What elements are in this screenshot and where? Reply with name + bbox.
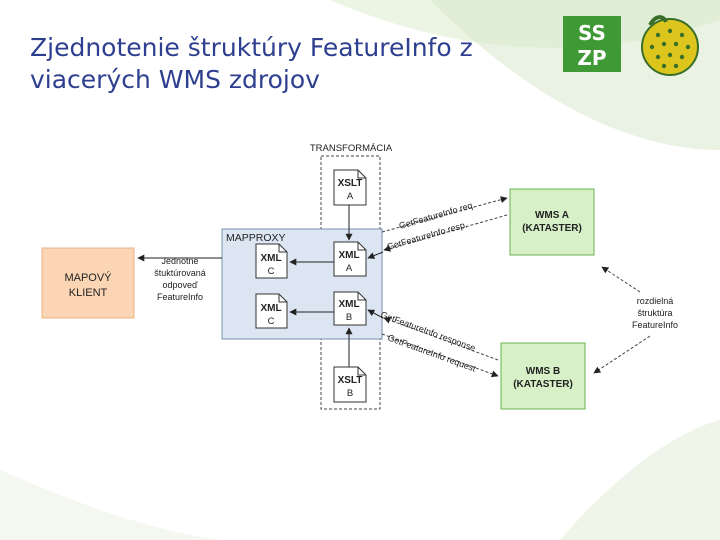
szz-logo-icon: SS ZP bbox=[563, 16, 621, 72]
arrow-resp-a-into-xml-a bbox=[367, 251, 384, 259]
slide-title: Zjednotenie štruktúry FeatureInfo z viac… bbox=[30, 32, 550, 96]
svg-text:ZP: ZP bbox=[577, 46, 606, 70]
wms-a-label-line-2: (KATASTER) bbox=[522, 223, 582, 234]
xml-b-document-icon: XML B bbox=[333, 291, 367, 326]
arrow-gfi-request-a bbox=[381, 196, 508, 233]
mapproxy-label: MAPPROXY bbox=[226, 232, 286, 244]
xslt-b-label-line-1: XSLT bbox=[338, 375, 363, 386]
xml-c-bottom-label-line-2: C bbox=[268, 316, 275, 327]
transformation-label: TRANSFORMÁCIA bbox=[310, 143, 393, 154]
note-line-2: štruktúra bbox=[637, 308, 672, 318]
arrow-gfi-response-b bbox=[383, 316, 499, 361]
xml-c-bottom-document-icon: XML C bbox=[255, 293, 288, 329]
title-line-2: viacerých WMS zdrojov bbox=[30, 65, 320, 94]
xml-a-document-icon: XML A bbox=[333, 241, 367, 277]
xslt-b-document-icon: XSLT B bbox=[333, 366, 367, 403]
wms-a-label-line-1: WMS A bbox=[535, 210, 569, 221]
unified-response-line-4: FeatureInfo bbox=[157, 292, 203, 302]
xml-a-label-line-1: XML bbox=[338, 250, 359, 261]
xml-b-label-line-2: B bbox=[346, 312, 352, 323]
wms-b-box bbox=[500, 342, 586, 410]
map-client-box bbox=[41, 247, 135, 319]
unified-response-line-1: Jednotne bbox=[161, 256, 198, 266]
arrow-gfi-request-b bbox=[381, 333, 499, 378]
unified-response-line-2: štuktúrovaná bbox=[154, 268, 206, 278]
svg-text:SS: SS bbox=[578, 21, 606, 45]
xml-b-label-line-1: XML bbox=[338, 299, 359, 310]
unified-response-label: Jednotne štuktúrovaná odpoveď FeatureInf… bbox=[154, 256, 206, 302]
pineapple-globe-logo-icon bbox=[641, 15, 699, 76]
arrow-note-to-wms-a bbox=[601, 266, 641, 293]
xml-c-bottom-label-line-1: XML bbox=[260, 303, 281, 314]
xml-a-label-line-2: A bbox=[346, 263, 353, 274]
wms-a-box bbox=[509, 188, 595, 256]
wms-b-label-line-2: (KATASTER) bbox=[513, 379, 573, 390]
xslt-b-label-line-2: B bbox=[347, 388, 353, 399]
note-line-1: rozdielná bbox=[637, 296, 674, 306]
xml-c-top-document-icon: XML C bbox=[255, 243, 288, 279]
arrow-note-to-wms-b bbox=[593, 335, 651, 374]
xml-c-top-label-line-1: XML bbox=[260, 253, 281, 264]
map-client-label-line-2: KLIENT bbox=[69, 287, 108, 299]
arrow-resp-b-into-xml-b bbox=[367, 309, 384, 319]
xslt-a-label-line-2: A bbox=[347, 191, 354, 202]
xml-c-top-label-line-2: C bbox=[268, 266, 275, 277]
wms-b-label-line-1: WMS B bbox=[526, 366, 560, 377]
title-line-1: Zjednotenie štruktúry FeatureInfo z bbox=[30, 33, 473, 62]
xslt-a-document-icon: XSLT A bbox=[333, 169, 367, 206]
unified-response-line-3: odpoveď bbox=[162, 280, 198, 290]
xslt-a-label-line-1: XSLT bbox=[338, 178, 363, 189]
map-client-label-line-1: MAPOVÝ bbox=[64, 271, 112, 284]
note-line-3: FeatureInfo bbox=[632, 320, 678, 330]
arrow-gfi-response-a bbox=[383, 214, 508, 252]
